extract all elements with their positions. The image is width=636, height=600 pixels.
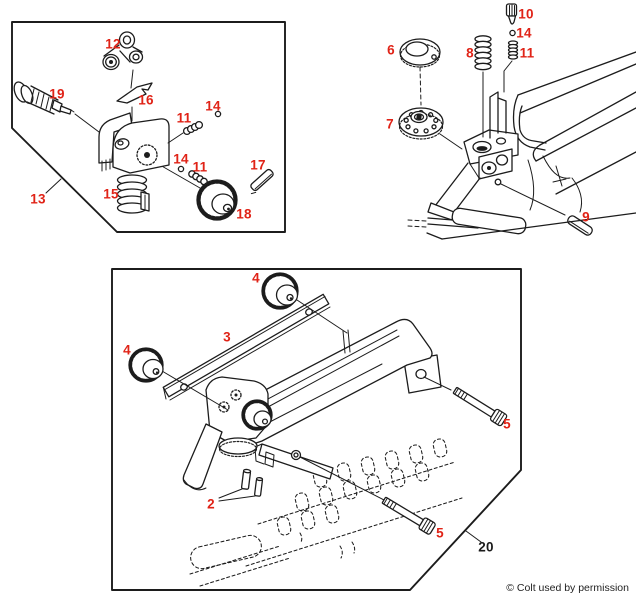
callout-14-b: 14 [173, 151, 189, 167]
callout-16: 16 [138, 92, 154, 108]
callout-9: 9 [582, 209, 590, 225]
callout-14-c: 14 [516, 25, 532, 41]
callout-8: 8 [466, 45, 474, 61]
callout-7: 7 [386, 116, 394, 132]
callout-15: 15 [103, 186, 119, 202]
callout-2: 2 [207, 496, 215, 512]
callout-11-c: 11 [519, 45, 535, 61]
callout-12: 12 [105, 36, 121, 52]
copyright-notice: © Colt used by permission [506, 582, 629, 594]
receiver-assembly [398, 3, 636, 240]
callout-13: 13 [30, 191, 46, 207]
inset-box-sight-assembly [11, 21, 286, 233]
callout-11-a: 11 [176, 110, 192, 126]
dashed-receiver [189, 438, 463, 587]
callout-3: 3 [223, 329, 231, 345]
callout-20: 20 [478, 539, 494, 555]
inset-box-carry-handle [111, 268, 522, 591]
callout-5-b: 5 [436, 525, 444, 541]
callout-18: 18 [236, 206, 252, 222]
callout-14-a: 14 [205, 98, 221, 114]
callout-10: 10 [518, 6, 534, 22]
callout-19: 19 [49, 86, 65, 102]
callout-4-a: 4 [252, 270, 260, 286]
callout-11-b: 11 [192, 159, 208, 175]
callout-5-a: 5 [503, 416, 511, 432]
callout-17: 17 [250, 157, 266, 173]
callout-6: 6 [387, 42, 395, 58]
callout-4-b: 4 [123, 342, 131, 358]
